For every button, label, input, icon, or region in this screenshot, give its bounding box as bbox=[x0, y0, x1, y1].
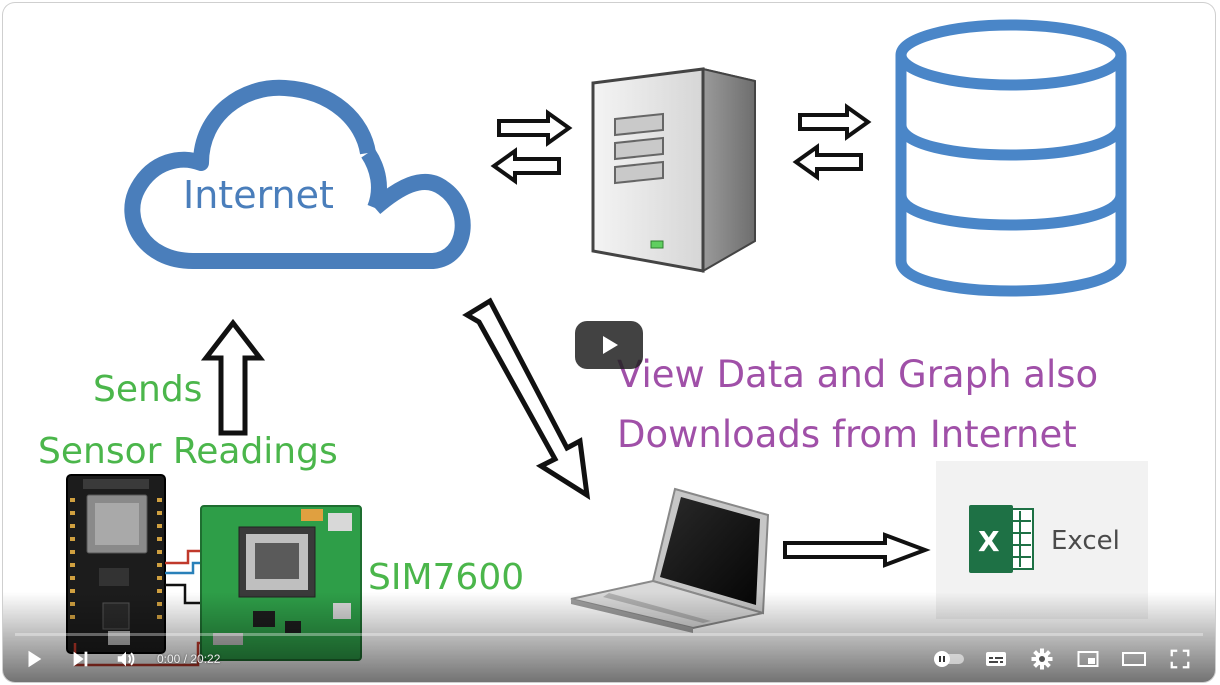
settings-button[interactable] bbox=[1019, 636, 1065, 682]
play-button[interactable] bbox=[11, 636, 57, 682]
laptop-icon bbox=[570, 487, 770, 633]
video-thumbnail: Internet bbox=[38, 19, 1148, 667]
autoplay-toggle[interactable] bbox=[927, 636, 973, 682]
cloud-label: Internet bbox=[183, 173, 334, 217]
progress-bar[interactable] bbox=[15, 633, 1203, 636]
esp32-board-image bbox=[66, 474, 166, 654]
next-button[interactable] bbox=[57, 636, 103, 682]
sends-label: Sends bbox=[93, 369, 202, 410]
gear-icon bbox=[1031, 648, 1053, 670]
download-arrow bbox=[462, 297, 591, 500]
view-data-line1: View Data and Graph also bbox=[617, 353, 1098, 396]
exchange-arrows-right bbox=[792, 103, 872, 181]
player-controls: 0:00 / 20:22 bbox=[3, 636, 1215, 682]
video-player[interactable]: Internet bbox=[3, 3, 1215, 682]
cloud-icon bbox=[124, 79, 471, 269]
theater-mode-button[interactable] bbox=[1111, 636, 1157, 682]
module-label: SIM7600 bbox=[368, 557, 524, 598]
export-arrow bbox=[783, 532, 931, 568]
excel-logo-letter: X bbox=[978, 525, 1000, 558]
subtitles-button[interactable] bbox=[973, 636, 1019, 682]
play-icon bbox=[28, 650, 42, 668]
sensor-readings-label: Sensor Readings bbox=[38, 431, 338, 472]
theater-icon bbox=[1122, 652, 1146, 666]
server-icon bbox=[591, 67, 756, 273]
next-icon bbox=[73, 651, 88, 667]
volume-button[interactable] bbox=[103, 636, 149, 682]
view-data-line2: Downloads from Internet bbox=[617, 413, 1077, 456]
exchange-arrows-left bbox=[490, 109, 573, 185]
miniplayer-button[interactable] bbox=[1065, 636, 1111, 682]
volume-icon bbox=[117, 651, 135, 667]
play-icon bbox=[603, 336, 618, 354]
fullscreen-button[interactable] bbox=[1157, 636, 1203, 682]
miniplayer-icon bbox=[1077, 651, 1099, 667]
large-play-button[interactable] bbox=[575, 321, 643, 369]
autoplay-toggle-icon bbox=[934, 651, 964, 667]
database-icon bbox=[895, 19, 1127, 297]
excel-label: Excel bbox=[1051, 526, 1120, 556]
fullscreen-icon bbox=[1170, 649, 1190, 669]
time-display: 0:00 / 20:22 bbox=[157, 652, 221, 666]
upload-arrow bbox=[200, 318, 266, 436]
subtitles-icon bbox=[986, 652, 1006, 666]
